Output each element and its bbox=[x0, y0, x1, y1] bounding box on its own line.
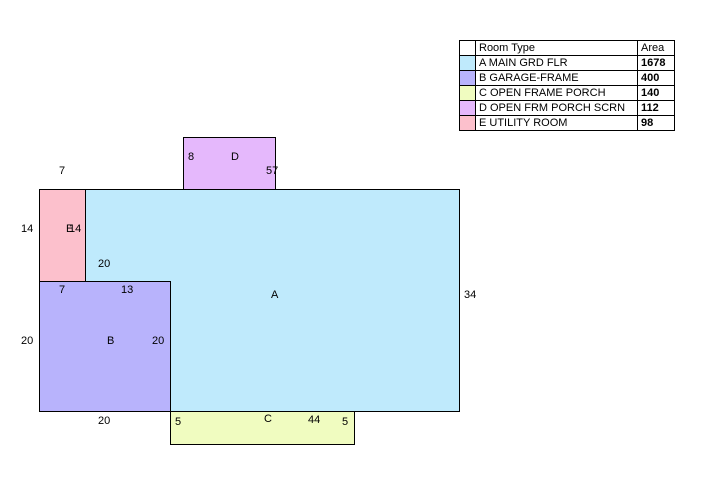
legend-name: C OPEN FRAME PORCH bbox=[475, 85, 638, 101]
legend-name: A MAIN GRD FLR bbox=[475, 55, 638, 71]
dim-e-top: 7 bbox=[59, 165, 66, 177]
dim-b-bottom: 20 bbox=[98, 415, 111, 427]
legend-swatch-a bbox=[459, 55, 476, 71]
room-c-label: C bbox=[264, 413, 272, 425]
dim-c-left: 5 bbox=[175, 416, 182, 428]
legend-row: D OPEN FRM PORCH SCRN 112 bbox=[459, 100, 675, 116]
legend-name: B GARAGE-FRAME bbox=[475, 70, 638, 86]
legend-area: 112 bbox=[637, 100, 675, 116]
room-a-label: A bbox=[271, 289, 279, 301]
legend-header-type: Room Type bbox=[475, 40, 638, 56]
dim-b-top-right: 13 bbox=[121, 284, 134, 296]
legend-header-area: Area bbox=[637, 40, 675, 56]
legend-row: C OPEN FRAME PORCH 140 bbox=[459, 85, 675, 101]
dim-d-left: 8 bbox=[188, 151, 195, 163]
dim-b-right: 20 bbox=[152, 335, 165, 347]
legend-area: 140 bbox=[637, 85, 675, 101]
room-e-utility-room bbox=[39, 189, 86, 282]
room-e-label: E bbox=[66, 223, 74, 235]
legend-swatch-c bbox=[459, 85, 476, 101]
legend-row: A MAIN GRD FLR 1678 bbox=[459, 55, 675, 71]
legend-row: E UTILITY ROOM 98 bbox=[459, 115, 675, 131]
legend-header-row: Room Type Area bbox=[459, 40, 675, 56]
legend-area: 400 bbox=[637, 70, 675, 86]
legend-swatch-b bbox=[459, 70, 476, 86]
dim-c-bottom: 44 bbox=[308, 414, 321, 426]
dim-b-left: 20 bbox=[21, 335, 34, 347]
room-d-label: D bbox=[231, 151, 239, 163]
legend-area: 1678 bbox=[637, 55, 675, 71]
dim-e-left: 14 bbox=[21, 223, 34, 235]
room-b-label: B bbox=[107, 335, 115, 347]
legend-swatch-e bbox=[459, 115, 476, 131]
dim-e-right: 14 bbox=[69, 223, 82, 235]
room-b-garage bbox=[39, 281, 171, 412]
dim-d-right: 57 bbox=[266, 165, 279, 177]
dim-a-inner: 20 bbox=[98, 258, 111, 270]
legend-name: D OPEN FRM PORCH SCRN bbox=[475, 100, 638, 116]
dim-c-right: 5 bbox=[342, 416, 349, 428]
dim-b-top-left: 7 bbox=[59, 284, 66, 296]
legend-header-swatch bbox=[459, 40, 476, 56]
legend-row: B GARAGE-FRAME 400 bbox=[459, 70, 675, 86]
room-legend-table: Room Type Area A MAIN GRD FLR 1678 B GAR… bbox=[459, 40, 675, 131]
room-d-screened-porch bbox=[183, 137, 276, 190]
legend-swatch-d bbox=[459, 100, 476, 116]
legend-area: 98 bbox=[637, 115, 675, 131]
dim-a-right: 34 bbox=[464, 289, 477, 301]
legend-name: E UTILITY ROOM bbox=[475, 115, 638, 131]
room-c-open-porch bbox=[170, 411, 355, 445]
